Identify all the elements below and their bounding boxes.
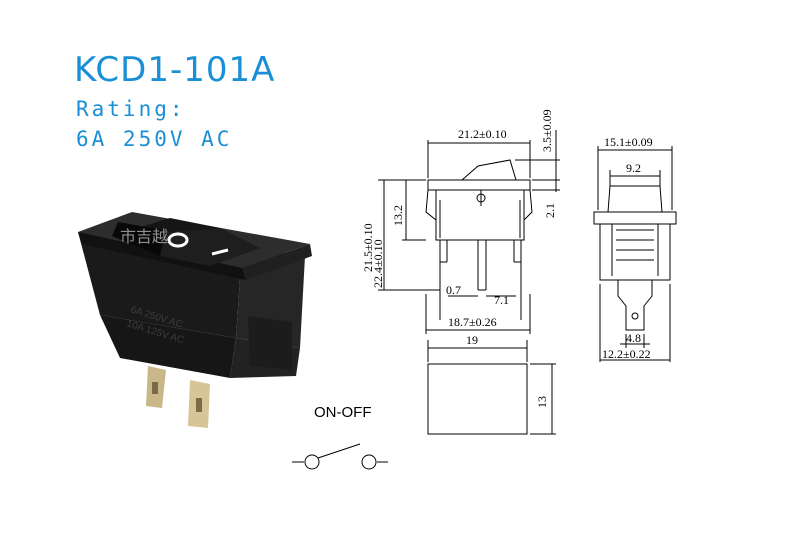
dim-pin-dia: 0.7 bbox=[446, 283, 461, 297]
dim-front-inner-width: 9.2 bbox=[626, 161, 641, 175]
dim-front-width: 15.1±0.09 bbox=[604, 135, 653, 149]
product-model-title: KCD1-101A bbox=[74, 50, 276, 90]
dim-flange-thickness: 2.1 bbox=[543, 203, 557, 218]
dim-top-height: 3.5±0.09 bbox=[540, 109, 554, 152]
dim-base-width: 18.7±0.26 bbox=[448, 315, 497, 329]
switch-photo: 6A 250V AC 10A 125V AC 市吉越 bbox=[78, 212, 312, 428]
switch-type-label: ON-OFF bbox=[314, 404, 372, 421]
dim-rocker-height: 13.2 bbox=[391, 205, 405, 226]
dim-left-height-outer: 21.5±0.10 bbox=[361, 223, 375, 272]
dim-pin-spacing: 7.1 bbox=[494, 293, 509, 307]
dim-left-height-inner: 22.4±0.10 bbox=[371, 239, 385, 288]
dim-cutout-height: 13 bbox=[535, 396, 549, 408]
watermark-text: 市吉越 bbox=[120, 227, 168, 246]
dim-cutout-width: 19 bbox=[466, 333, 478, 347]
rating-label: Rating: bbox=[76, 97, 186, 121]
dim-top-width: 21.2±0.10 bbox=[458, 127, 507, 141]
dim-terminal-width: 4.8 bbox=[626, 331, 641, 345]
rating-block: Rating: 6A 250V AC bbox=[76, 94, 232, 154]
rating-value: 6A 250V AC bbox=[76, 127, 233, 151]
dim-front-base-width: 12.2±0.22 bbox=[602, 347, 651, 361]
